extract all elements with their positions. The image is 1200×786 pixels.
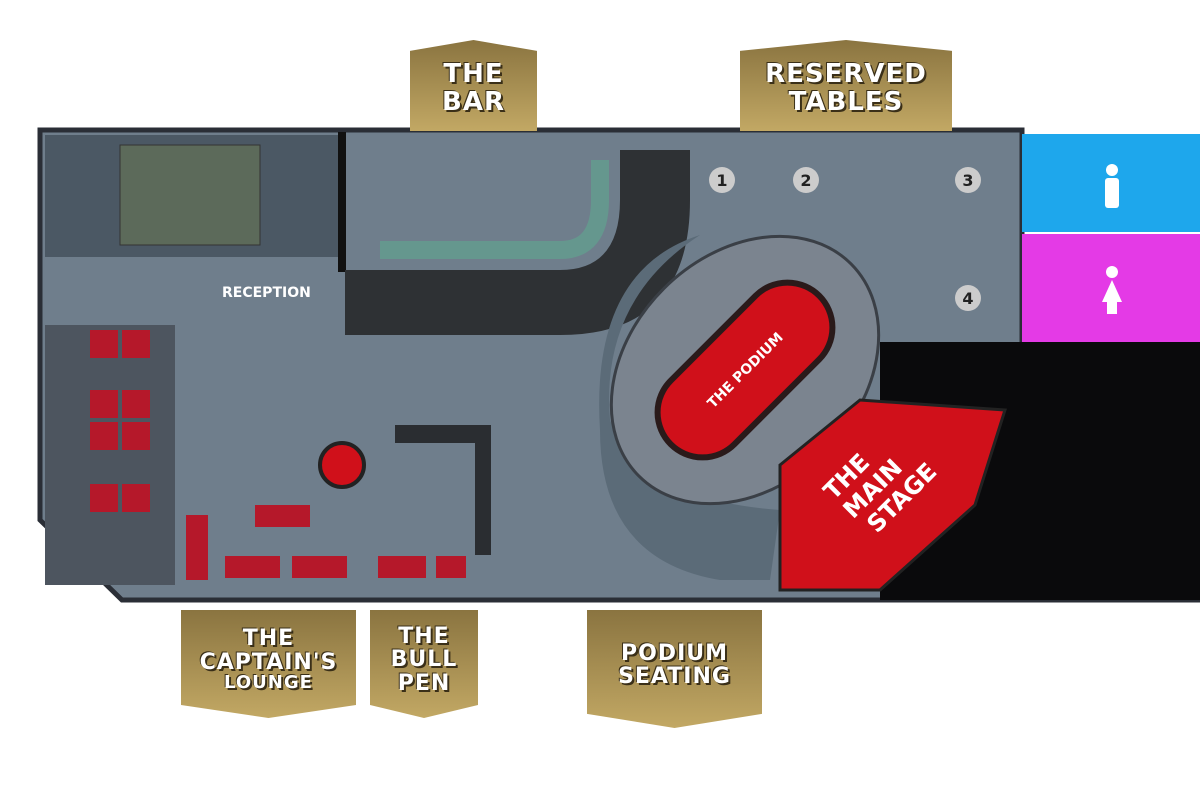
black-area-corner	[1080, 342, 1200, 398]
reception-label: RECEPTION	[222, 285, 311, 301]
banner-line: CAPTAIN'S	[199, 649, 338, 675]
svg-text:2: 2	[800, 171, 811, 190]
main-stage[interactable]	[778, 398, 1008, 592]
reserved-table-2[interactable]: 2	[793, 167, 819, 193]
banner-line: BULL	[390, 647, 458, 673]
lounge-seats	[90, 330, 466, 580]
podium-seating: THE PODIUM	[599, 234, 881, 580]
reserved-table-1[interactable]: 1	[709, 167, 735, 193]
svg-text:3: 3	[962, 171, 973, 190]
reserved-table-4[interactable]: 4	[955, 285, 981, 311]
banner-line: PEN	[397, 670, 451, 696]
captains-lounge-room	[45, 325, 175, 585]
bull-pen-bar	[395, 425, 475, 443]
banner-line: BAR	[442, 86, 505, 117]
reserved-table-3[interactable]: 3	[955, 167, 981, 193]
round-table	[318, 441, 366, 489]
svg-text:4: 4	[962, 289, 973, 308]
bar-counter	[345, 150, 690, 335]
banner-line: THE	[398, 624, 450, 650]
staircase	[119, 144, 261, 246]
banner-line: THE	[242, 626, 295, 652]
bar-glow	[380, 160, 609, 259]
banner-line: RESERVED	[765, 59, 927, 90]
banner-line: THE	[443, 59, 504, 90]
podium-stage[interactable]	[639, 264, 851, 476]
womens-icon	[1102, 266, 1122, 314]
banner-line: PODIUM	[620, 640, 729, 666]
bull-pen-counter	[475, 425, 491, 555]
bar-wall	[338, 132, 346, 272]
mens-icon	[1105, 164, 1119, 208]
banner-line: LOUNGE	[224, 671, 313, 693]
banner-line: TABLES	[788, 86, 904, 117]
banner-line: SEATING	[618, 664, 731, 689]
svg-text:1: 1	[716, 171, 727, 190]
